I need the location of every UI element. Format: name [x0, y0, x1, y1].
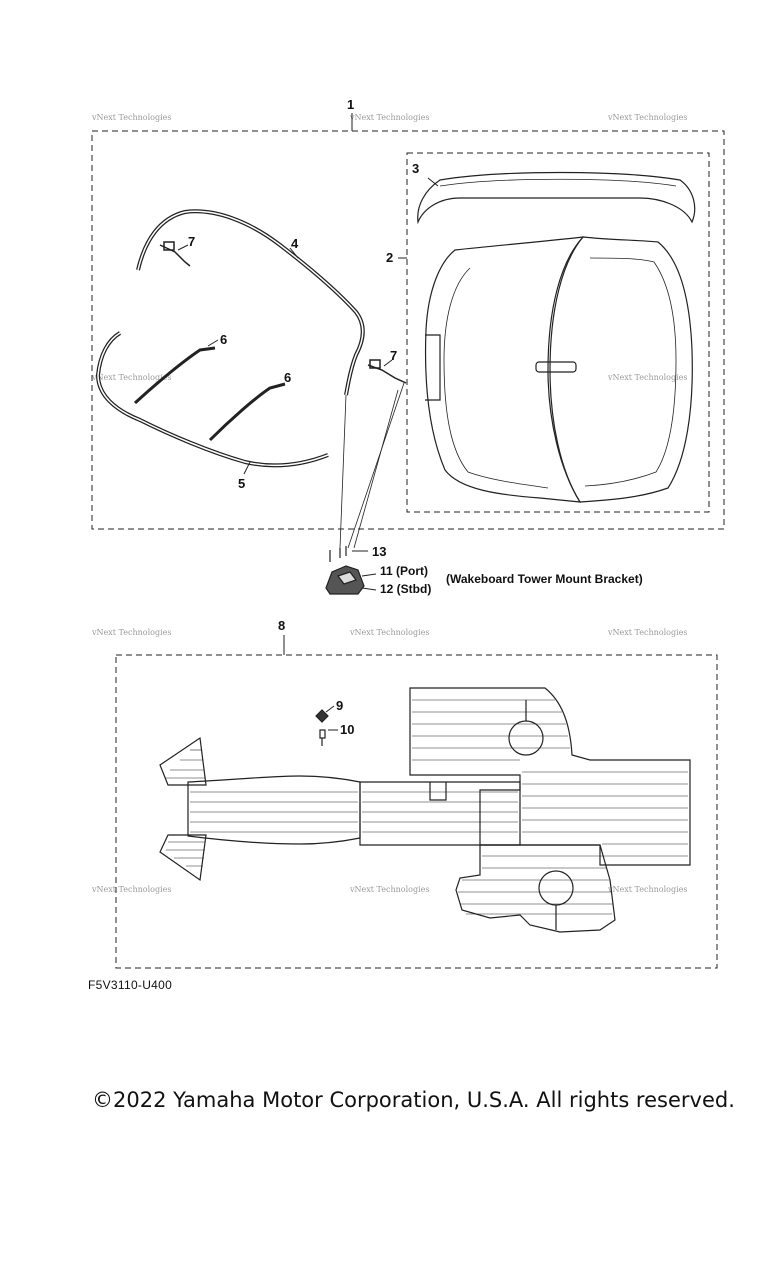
strut-part-6	[133, 346, 286, 442]
callout-7a: 7	[188, 234, 195, 249]
leader-line	[177, 244, 189, 251]
watermark-text: vNext Technologies	[91, 628, 171, 637]
leader-line	[207, 339, 219, 347]
watermark-text: vNext Technologies	[607, 885, 687, 894]
watermark-text: vNext Technologies	[91, 373, 171, 382]
parts-diagram: vNext Technologies vNext Technologies vN…	[91, 97, 725, 969]
screw-part-13	[329, 546, 347, 562]
tower-mount-bracket	[325, 565, 365, 595]
stbd-bracket-label: 12 (Stbd)	[380, 582, 432, 596]
watermark-text: vNext Technologies	[607, 373, 687, 382]
leader-line	[383, 359, 393, 367]
assembly-8-boundary	[115, 654, 718, 969]
assembly-2-boundary	[406, 152, 710, 513]
callout-6a: 6	[220, 332, 227, 347]
leader-line	[427, 177, 439, 187]
leader-line	[289, 247, 299, 259]
frame-part-5	[95, 331, 329, 468]
watermark-text: vNext Technologies	[349, 628, 429, 637]
watermark-text: vNext Technologies	[607, 628, 687, 637]
assembly-lines	[339, 382, 405, 549]
clamp-part-7	[159, 241, 407, 384]
callout-1: 1	[347, 97, 354, 112]
figure-code: F5V3110-U400	[88, 978, 173, 992]
watermark-text: vNext Technologies	[91, 885, 171, 894]
leader-line	[243, 461, 251, 475]
callout-4: 4	[291, 236, 299, 251]
leader-line	[361, 573, 377, 577]
frame-part-4	[136, 209, 365, 396]
callout-6b: 6	[284, 370, 291, 385]
watermarks: vNext Technologies vNext Technologies vN…	[91, 113, 687, 894]
copyright-notice: ©2022 Yamaha Motor Corporation, U.S.A. A…	[92, 1088, 735, 1112]
leader-line	[361, 587, 377, 591]
callout-10: 10	[340, 722, 354, 737]
callout-3: 3	[412, 161, 419, 176]
canopy-fabric	[424, 236, 693, 503]
watermark-text: vNext Technologies	[91, 113, 171, 122]
watermark-text: vNext Technologies	[349, 885, 429, 894]
callout-9: 9	[336, 698, 343, 713]
callout-2: 2	[386, 250, 393, 265]
watermark-text: vNext Technologies	[349, 113, 429, 122]
leader-line	[325, 705, 335, 713]
deck-mat-part-8	[159, 687, 691, 933]
fastener-part-9-10	[315, 709, 329, 746]
callout-7b: 7	[390, 348, 397, 363]
cover-part-3	[417, 171, 696, 225]
callout-13: 13	[372, 544, 386, 559]
watermark-text: vNext Technologies	[607, 113, 687, 122]
port-bracket-label: 11 (Port)	[380, 564, 429, 578]
assembly-1-boundary	[91, 130, 725, 530]
callout-5: 5	[238, 476, 245, 491]
bracket-description-label: (Wakeboard Tower Mount Bracket)	[446, 572, 643, 586]
callout-8: 8	[278, 618, 285, 633]
